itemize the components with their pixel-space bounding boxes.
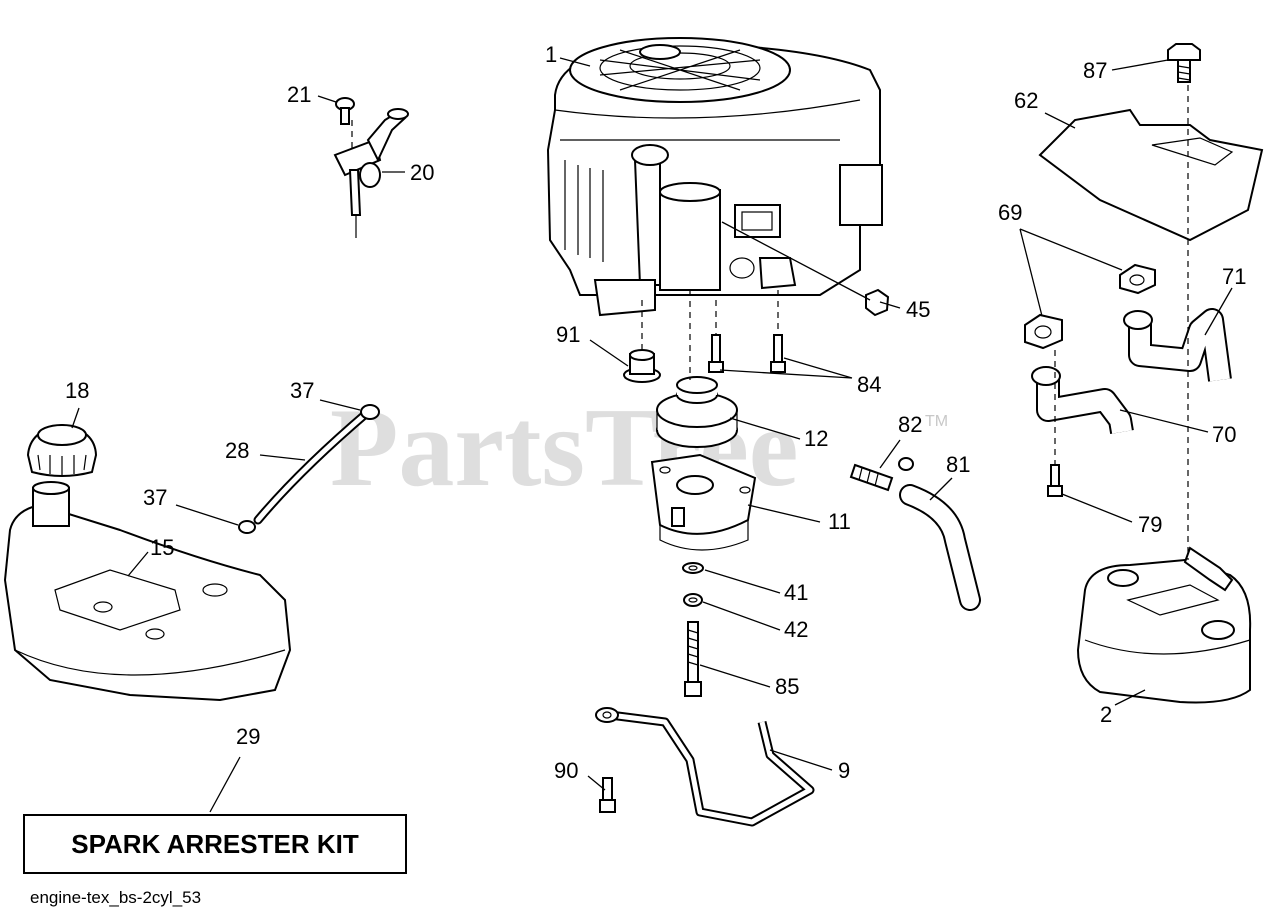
callout-37-upper: 37 xyxy=(290,378,314,403)
heat-shield-part-62[interactable] xyxy=(1038,108,1264,242)
callout-12: 12 xyxy=(804,426,828,451)
fuel-line-part-28[interactable] xyxy=(253,407,373,525)
callout-20: 20 xyxy=(410,160,434,185)
callout-42: 42 xyxy=(784,617,808,642)
knob-part-87[interactable] xyxy=(1167,43,1201,83)
bolt-part-84-right[interactable] xyxy=(770,334,786,373)
diagram-code: engine-tex_bs-2cyl_53 xyxy=(30,888,201,907)
bracket-part-9[interactable] xyxy=(595,707,815,827)
bolt-part-90[interactable] xyxy=(599,777,616,813)
callout-11: 11 xyxy=(828,509,851,534)
callout-28: 28 xyxy=(225,438,249,463)
fitting-part-82[interactable] xyxy=(849,457,914,492)
callout-87: 87 xyxy=(1083,58,1107,83)
callout-91: 91 xyxy=(556,322,580,347)
callout-37-lower: 37 xyxy=(143,485,167,510)
callout-29: 29 xyxy=(236,724,260,749)
gasket-part-69-lower[interactable] xyxy=(1024,313,1063,350)
callout-84: 84 xyxy=(857,372,881,397)
callout-2: 2 xyxy=(1100,702,1112,727)
spark-arrester-kit-box[interactable] xyxy=(23,814,407,874)
bolt-part-79[interactable] xyxy=(1047,464,1063,497)
bolt-part-21[interactable] xyxy=(335,97,355,125)
hose-clamp-part-37-lower[interactable] xyxy=(238,520,256,534)
lock-washer-part-42[interactable] xyxy=(683,593,703,607)
callout-9: 9 xyxy=(838,758,850,783)
spark-arrester-kit-label: SPARK ARRESTER KIT xyxy=(71,829,359,859)
callout-45: 45 xyxy=(906,297,930,322)
hose-part-81[interactable] xyxy=(899,484,981,611)
gasket-part-69-upper[interactable] xyxy=(1119,263,1156,295)
callout-15: 15 xyxy=(150,535,174,560)
callout-1: 1 xyxy=(545,42,557,67)
callout-41: 41 xyxy=(784,580,808,605)
muffler-part-2[interactable] xyxy=(1076,546,1252,704)
callout-70: 70 xyxy=(1212,422,1236,447)
watermark-trademark: TM xyxy=(925,413,948,430)
engine-part-1[interactable] xyxy=(546,37,883,317)
callout-21: 21 xyxy=(287,82,311,107)
exhaust-pipe-part-71[interactable] xyxy=(1123,308,1232,382)
pulley-part-12[interactable] xyxy=(656,376,738,448)
washer-part-41[interactable] xyxy=(682,562,704,574)
callout-81: 81 xyxy=(946,452,970,477)
spacer-part-91[interactable] xyxy=(623,349,661,383)
callout-82: 82 xyxy=(898,412,922,437)
fuel-tank-part-15[interactable] xyxy=(3,481,292,702)
callout-69: 69 xyxy=(998,200,1022,225)
callout-79: 79 xyxy=(1138,512,1162,537)
throttle-control-part-20[interactable] xyxy=(333,108,409,238)
exhaust-pipe-part-70[interactable] xyxy=(1031,366,1134,434)
callout-90: 90 xyxy=(554,758,578,783)
callout-62: 62 xyxy=(1014,88,1038,113)
hose-clamp-part-37-upper[interactable] xyxy=(360,404,380,420)
callout-85: 85 xyxy=(775,674,799,699)
bolt-part-84-left[interactable] xyxy=(708,334,724,373)
bolt-part-85[interactable] xyxy=(684,621,702,697)
callout-18: 18 xyxy=(65,378,89,403)
fuel-cap-part-18[interactable] xyxy=(26,423,98,477)
callout-71: 71 xyxy=(1222,264,1246,289)
nut-part-45[interactable] xyxy=(865,288,890,317)
